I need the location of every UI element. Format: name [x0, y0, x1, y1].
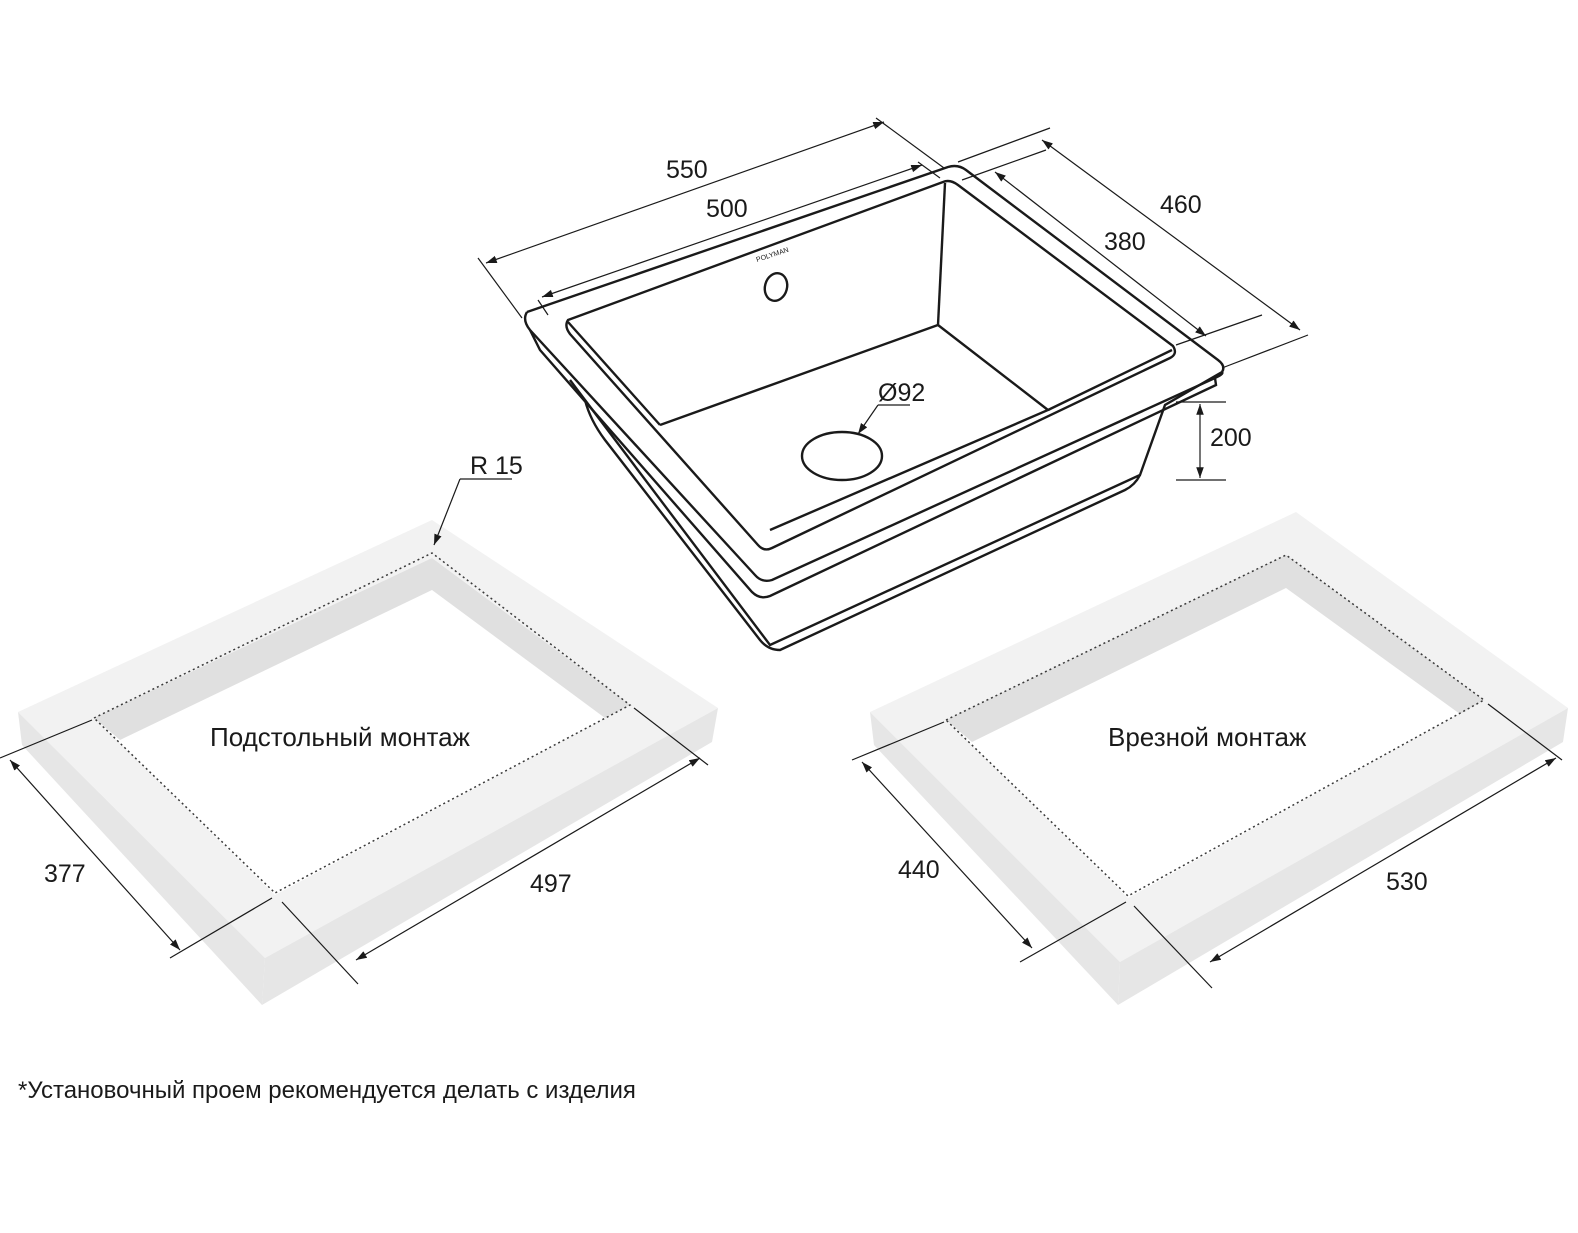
- dim-label-drain: Ø92: [878, 379, 925, 407]
- dim-inset-width: 440: [851, 721, 1127, 963]
- dim-label-530: 530: [1386, 868, 1428, 896]
- dim-undermount-width: 377: [0, 719, 273, 959]
- inset-countertop: [870, 512, 1568, 1005]
- cutout-wall-back: [946, 555, 1286, 742]
- sink-bowl-opening: [565, 179, 1177, 551]
- dim-bowl-width: 380: [961, 149, 1263, 346]
- slab-top: [870, 512, 1568, 962]
- sink-rim-front-edge: [528, 329, 1218, 599]
- ext-line: [1019, 901, 1127, 963]
- dim-line: [861, 761, 1033, 949]
- overflow-hole: [763, 271, 789, 303]
- cutout-outline: [92, 552, 632, 894]
- cutout-outline: [944, 554, 1486, 897]
- dim-label-440: 440: [898, 856, 940, 884]
- dim-line: [9, 759, 181, 951]
- dim-label-500: 500: [706, 195, 748, 223]
- leader-line: [857, 404, 879, 435]
- ext-line: [169, 897, 273, 959]
- dim-line: [541, 164, 923, 298]
- ext-line: [851, 721, 945, 761]
- sink-rim-left: [523, 311, 1224, 583]
- leader-line: [433, 478, 461, 546]
- dim-inset-length: 530: [1133, 703, 1563, 989]
- sink-bowl-corner-back: [936, 182, 947, 326]
- dim-undermount-length: 497: [281, 707, 709, 985]
- dim-line: [485, 121, 885, 264]
- dim-label-550: 550: [666, 156, 708, 184]
- sink-bowl-floor: [659, 323, 1051, 532]
- ext-line: [1133, 905, 1213, 989]
- ext-line: [537, 299, 549, 316]
- cutout-wall-right: [432, 558, 630, 718]
- cutout-wall-right: [1286, 555, 1484, 714]
- sink-body-outline: [569, 370, 1223, 647]
- ext-line: [1221, 334, 1309, 369]
- ext-line: [961, 149, 1047, 181]
- sink-body-front: [583, 399, 1142, 652]
- ext-line: [281, 901, 359, 985]
- ext-line: [875, 117, 945, 169]
- dim-drain: Ø92: [857, 379, 925, 435]
- dim-line: [355, 757, 701, 961]
- ext-line: [0, 719, 93, 759]
- drain-hole: [800, 430, 884, 482]
- ext-line: [477, 257, 523, 319]
- ext-line: [957, 127, 1051, 163]
- dim-radius: R 15: [433, 452, 523, 546]
- cutout-wall-back: [94, 558, 432, 740]
- dim-label-200: 200: [1210, 424, 1252, 452]
- dim-label-497: 497: [530, 870, 572, 898]
- dim-label-377: 377: [44, 860, 86, 888]
- sink-bowl-corner-left: [567, 321, 661, 426]
- footnote: *Установочный проем рекомендуется делать…: [18, 1077, 636, 1104]
- dim-label-radius: R 15: [470, 452, 523, 480]
- dim-depth: 200: [1176, 401, 1252, 481]
- dim-line: [1209, 757, 1557, 963]
- ext-line: [1487, 703, 1563, 761]
- ext-line: [1175, 314, 1263, 346]
- slab-front-right: [262, 708, 718, 1005]
- slab-top: [18, 520, 718, 958]
- dim-label-380: 380: [1104, 228, 1146, 256]
- undermount-countertop: [18, 520, 718, 1005]
- ext-line: [633, 707, 709, 766]
- dim-line: [1041, 139, 1301, 331]
- undermount-title: Подстольный монтаж: [210, 722, 471, 752]
- dim-line: [994, 171, 1207, 337]
- inset-title: Врезной монтаж: [1108, 722, 1307, 752]
- dim-label-460: 460: [1160, 191, 1202, 219]
- dim-bowl-length: 500: [537, 161, 941, 316]
- sink-bowl-corner-right: [1047, 348, 1173, 412]
